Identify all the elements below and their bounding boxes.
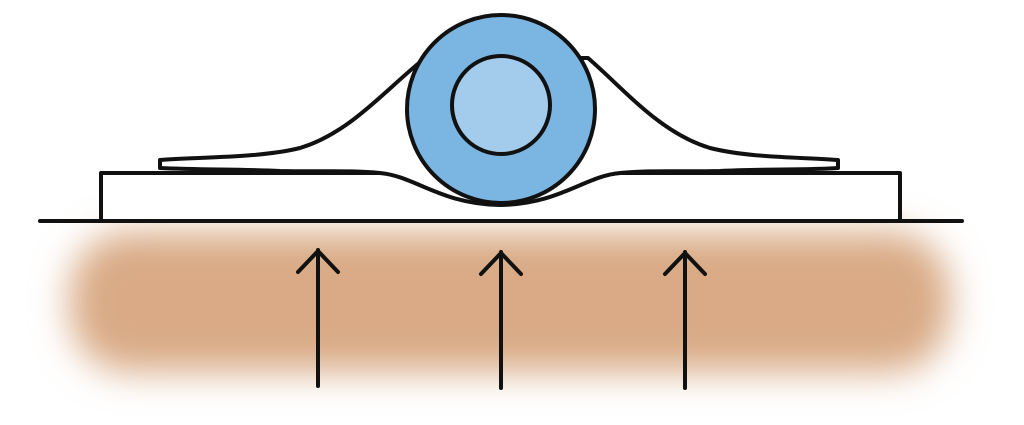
upward-arrows — [296, 248, 707, 390]
tube — [405, 13, 597, 205]
tube-inner-core — [450, 54, 552, 156]
upward-arrow — [296, 248, 340, 388]
soil-layer — [70, 232, 950, 372]
upward-arrow — [479, 250, 523, 390]
upward-arrow — [663, 250, 707, 390]
